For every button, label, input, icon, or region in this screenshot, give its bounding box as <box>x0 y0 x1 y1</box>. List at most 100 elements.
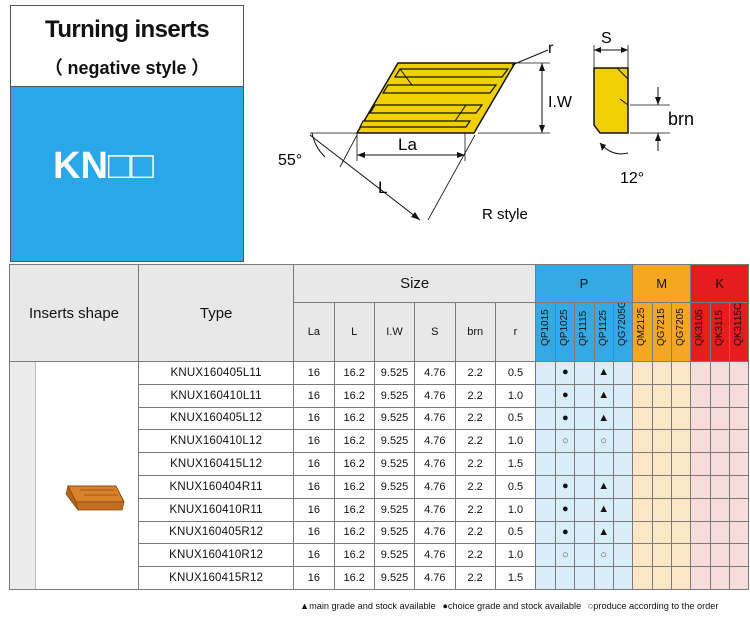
label-l: L <box>378 178 387 197</box>
size-cell-la: 16 <box>293 566 335 590</box>
size-cell-la: 16 <box>293 429 335 454</box>
grade-header: QP1015 <box>535 302 557 362</box>
grade-mark-cell <box>612 520 633 545</box>
grade-mark-cell <box>631 383 654 408</box>
grade-mark-cell <box>671 520 692 545</box>
grade-mark-cell <box>709 452 730 476</box>
grade-mark-cell <box>612 383 633 408</box>
size-cell-la: 16 <box>293 497 335 522</box>
label-la: La <box>398 135 417 154</box>
grade-mark-cell <box>652 383 673 408</box>
size-cell-s: 4.76 <box>414 497 456 522</box>
grade-mark-cell <box>574 406 595 431</box>
grade-mark-cell <box>631 406 654 431</box>
grade-mark-cell <box>728 429 750 454</box>
size-cell-l: 16.2 <box>333 543 375 568</box>
grade-mark-cell <box>709 474 730 499</box>
grade-mark-cell <box>728 543 750 568</box>
size-cell-iw: 9.525 <box>373 452 416 476</box>
grade-mark-cell <box>690 361 711 385</box>
grade-mark-cell <box>612 566 633 590</box>
size-cell-l: 16.2 <box>333 406 375 431</box>
type-cell: KNUX160410R11 <box>138 497 295 522</box>
size-cell-r: 1.5 <box>494 452 537 476</box>
grade-mark-cell <box>728 474 750 499</box>
size-cell-iw: 9.525 <box>373 383 416 408</box>
header-inserts-shape: Inserts shape <box>8 264 140 362</box>
grade-mark-cell <box>574 383 595 408</box>
grade-mark-cell <box>535 406 557 431</box>
grade-mark-cell <box>535 520 557 545</box>
size-cell-iw: 9.525 <box>373 497 416 522</box>
size-cell-s: 4.76 <box>414 406 456 431</box>
grade-mark-cell <box>690 452 711 476</box>
grade-mark-cell <box>555 452 576 476</box>
grade-mark-cell <box>709 497 730 522</box>
grade-mark-cell <box>652 520 673 545</box>
header-group-k: K <box>690 264 749 303</box>
grade-mark-cell: ○ <box>593 429 614 454</box>
grade-mark-cell <box>652 361 673 385</box>
size-cell-brn: 2.2 <box>454 361 496 385</box>
grade-mark-cell <box>535 452 557 476</box>
grade-mark-cell <box>574 543 595 568</box>
grade-mark-cell <box>652 429 673 454</box>
size-cell-s: 4.76 <box>414 520 456 545</box>
header-size-brn: brn <box>454 302 496 362</box>
label-r: r <box>548 40 554 57</box>
grade-mark-cell <box>593 452 614 476</box>
grade-mark-cell <box>535 566 557 590</box>
size-cell-r: 0.5 <box>494 474 537 499</box>
insert-rhombus <box>355 62 517 134</box>
spec-table: Inserts shape Type Size P M K La L I.W S… <box>8 264 750 590</box>
header-size: Size <box>293 264 537 303</box>
label-iw: I.W <box>548 94 573 111</box>
size-cell-s: 4.76 <box>414 474 456 499</box>
size-cell-l: 16.2 <box>333 520 375 545</box>
size-cell-iw: 9.525 <box>373 406 416 431</box>
grade-mark-cell <box>671 497 692 522</box>
grade-mark-cell <box>671 406 692 431</box>
grade-mark-cell <box>671 543 692 568</box>
type-cell: KNUX160415R12 <box>138 566 295 590</box>
grade-mark-cell <box>631 452 654 476</box>
title-box: Turning inserts （ negative style ） <box>10 5 244 87</box>
size-cell-iw: 9.525 <box>373 474 416 499</box>
size-cell-iw: 9.525 <box>373 520 416 545</box>
grade-mark-cell <box>671 361 692 385</box>
size-cell-r: 0.5 <box>494 520 537 545</box>
size-cell-iw: 9.525 <box>373 543 416 568</box>
size-cell-la: 16 <box>293 520 335 545</box>
header-size-iw: I.W <box>373 302 416 362</box>
grade-mark-cell <box>652 543 673 568</box>
grade-mark-cell <box>535 383 557 408</box>
grade-mark-cell: ● <box>555 383 576 408</box>
label-angle12: 12° <box>620 170 644 187</box>
grade-header: QP1115 <box>574 302 595 362</box>
title-line2: （ negative style ） <box>44 58 210 78</box>
insert-photo-icon <box>65 484 125 511</box>
size-cell-l: 16.2 <box>333 497 375 522</box>
size-cell-l: 16.2 <box>333 429 375 454</box>
grade-mark-cell <box>574 429 595 454</box>
grade-mark-cell <box>612 406 633 431</box>
grade-mark-cell: ▲ <box>593 361 614 385</box>
grade-mark-cell <box>652 452 673 476</box>
type-cell: KNUX160405R12 <box>138 520 295 545</box>
legend: ▲main grade and stock available ●choice … <box>300 601 748 611</box>
grade-mark-cell <box>709 520 730 545</box>
grade-header: QK3115 <box>709 302 730 362</box>
grade-mark-cell: ○ <box>593 543 614 568</box>
grade-mark-cell <box>671 452 692 476</box>
label-style: R style <box>482 206 528 223</box>
grade-mark-cell <box>574 566 595 590</box>
type-cell: KNUX160404R11 <box>138 474 295 499</box>
grade-mark-cell <box>593 566 614 590</box>
label-s: S <box>601 30 612 47</box>
grade-mark-cell <box>631 474 654 499</box>
header-type: Type <box>138 264 295 362</box>
size-cell-brn: 2.2 <box>454 429 496 454</box>
